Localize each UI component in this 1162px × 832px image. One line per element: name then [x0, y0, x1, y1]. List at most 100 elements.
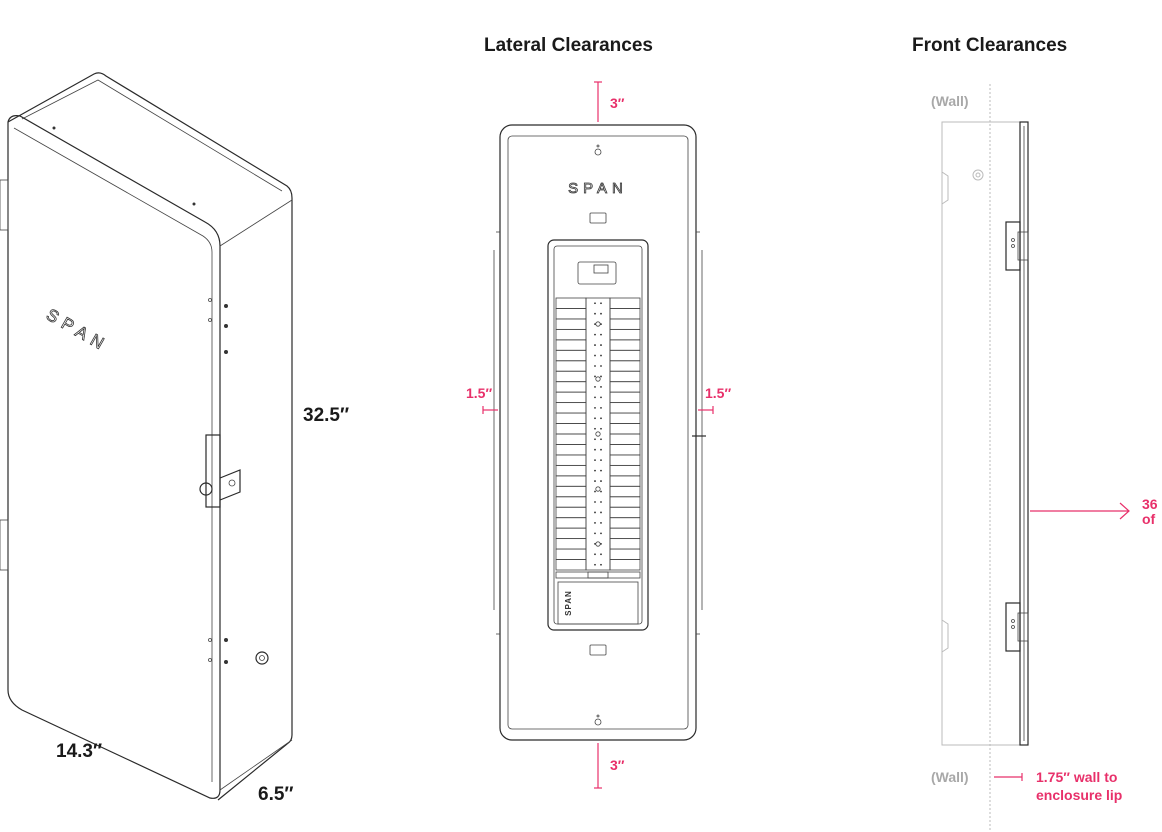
breaker-dot — [594, 490, 596, 493]
breaker-dot — [594, 448, 596, 451]
breaker-dot — [594, 365, 596, 367]
breaker-left — [555, 370, 587, 383]
breaker-dot — [600, 522, 602, 524]
breaker-screw — [595, 541, 601, 547]
breaker-dot — [600, 365, 602, 367]
breaker-left — [555, 496, 587, 508]
breaker-dot — [594, 354, 596, 357]
breaker-right — [609, 454, 641, 466]
breaker-screw — [595, 486, 601, 492]
wall-label-bottom: (Wall) — [931, 769, 969, 785]
breaker-right — [609, 548, 641, 560]
breaker-left — [555, 318, 587, 330]
breaker-dot — [600, 406, 602, 409]
dimension-depth: 6.5″ — [258, 784, 294, 805]
breaker-left — [555, 297, 587, 309]
lip-label-line1: 1.75″ wall to — [1036, 769, 1117, 785]
breaker-dot — [594, 501, 596, 503]
breaker-dot — [594, 563, 596, 566]
right-clearance-label: 1.5″ — [705, 385, 731, 401]
breaker-right — [609, 370, 641, 383]
breaker-dot — [600, 333, 602, 336]
front-side-view — [941, 84, 1029, 832]
breaker-right — [609, 485, 641, 498]
breaker-dot — [594, 312, 596, 315]
breaker-right — [609, 506, 641, 519]
breaker-dot — [594, 386, 596, 388]
lateral-small-logo: SPAN — [564, 590, 573, 616]
breaker-dot — [600, 469, 602, 472]
dimension-height: 32.5″ — [303, 405, 349, 426]
breaker-right — [609, 475, 641, 487]
lip-marker — [994, 773, 1023, 781]
breaker-dot — [594, 469, 596, 472]
breaker-right — [609, 318, 641, 330]
breaker-dot — [594, 406, 596, 409]
breaker-left — [555, 506, 587, 519]
left-clearance-label: 1.5″ — [466, 385, 492, 401]
breaker-dot — [594, 511, 596, 514]
breaker-left — [555, 517, 587, 529]
breaker-left — [555, 548, 587, 560]
breaker-dot — [594, 522, 596, 524]
lateral-clearance-markers — [482, 81, 714, 789]
breaker-right — [609, 559, 641, 571]
breaker-dot — [594, 459, 596, 462]
front-clearance-arrow — [1030, 502, 1130, 520]
breaker-screw — [595, 376, 601, 382]
breaker-right — [609, 308, 641, 320]
lateral-clearances-title: Lateral Clearances — [484, 35, 653, 56]
breaker-left — [555, 360, 587, 372]
breaker-dot — [600, 312, 602, 315]
isometric-logo: SPAN — [43, 305, 112, 356]
breaker-dot — [600, 354, 602, 357]
breaker-dot — [600, 459, 602, 462]
breaker-dot — [600, 396, 602, 399]
breaker-dot — [600, 417, 602, 420]
breaker-left — [555, 444, 587, 456]
breaker-left — [555, 402, 587, 414]
breaker-right — [609, 402, 641, 414]
breaker-dot — [594, 438, 596, 441]
breaker-dot — [594, 427, 596, 430]
breaker-dot — [600, 438, 602, 441]
lateral-panel-front-view: SPAN SPAN — [493, 124, 706, 741]
breaker-dot — [594, 396, 596, 399]
breaker-dot — [594, 375, 596, 378]
breaker-dot — [594, 344, 596, 346]
top-clearance-label: 3″ — [610, 95, 625, 111]
breaker-right — [609, 433, 641, 445]
breaker-dot — [600, 344, 602, 346]
breaker-dot — [600, 501, 602, 503]
breaker-dot — [594, 480, 596, 482]
breaker-right — [609, 538, 641, 550]
breaker-right — [609, 444, 641, 456]
breaker-left — [555, 475, 587, 487]
bottom-clearance-label: 3″ — [610, 757, 625, 773]
breaker-right — [609, 423, 641, 435]
breaker-left — [555, 328, 587, 341]
breaker-right — [609, 412, 641, 424]
breaker-left — [555, 527, 587, 540]
breaker-left — [555, 538, 587, 550]
breaker-dot — [600, 448, 602, 451]
breaker-left — [555, 381, 587, 393]
breaker-left — [555, 412, 587, 424]
breaker-left — [555, 559, 587, 571]
front-clearance-line1: 36 — [1142, 496, 1158, 512]
lip-label-line2: enclosure lip — [1036, 787, 1122, 803]
breaker-dot — [600, 480, 602, 482]
breaker-right — [609, 349, 641, 362]
breaker-dot — [600, 375, 602, 378]
breaker-dot — [594, 333, 596, 336]
breaker-dot — [594, 302, 596, 305]
breaker-right — [609, 527, 641, 540]
lateral-logo: SPAN — [568, 180, 628, 197]
breaker-dot — [600, 532, 602, 535]
breaker-right — [609, 339, 641, 351]
breaker-right — [609, 328, 641, 341]
front-clearance-line2: of — [1142, 511, 1156, 527]
breaker-dot — [594, 532, 596, 535]
breaker-spine — [585, 297, 611, 571]
